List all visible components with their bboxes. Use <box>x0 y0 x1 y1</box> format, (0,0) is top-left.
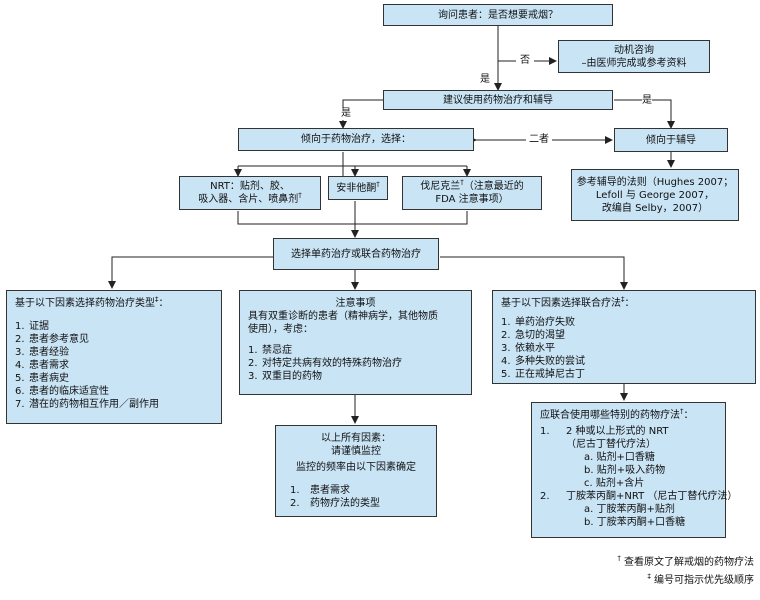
monitor-list: 1.患者需求 2.药物疗法的类型 <box>284 484 428 510</box>
drug-type-factor-list: 1.证据 2.患者参考意见 3.患者经验 4.患者需求 5.患者病史 6.患者的… <box>15 320 213 411</box>
list-item: 1.患者需求 <box>290 485 350 496</box>
node-recommend: 建议使用药物治疗和辅导 <box>383 90 613 110</box>
node-combo-factors: 基于以下因素选择联合疗法‡： 1.单药治疗失败 2.急切的渴望 3.依赖水平 4… <box>492 290 756 384</box>
edge-mono-branches <box>108 256 273 289</box>
edge-recommend-counsel <box>614 99 675 129</box>
list-item: 1.禁忌症 <box>248 345 292 356</box>
list-item: 3.双重目的药物 <box>248 371 322 382</box>
list-item: 4.患者需求 <box>15 360 69 371</box>
node-drug-type-factors: 基于以下因素选择药物治疗类型‡： 1.证据 2.患者参考意见 3.患者经验 4.… <box>6 290 222 424</box>
node-varenicline: 伐尼克兰†（注意最近的 FDA 注意事项） <box>402 176 542 210</box>
list-item: 1.证据 <box>15 321 49 332</box>
node-nrt: NRT：贴剂、胶、 吸入器、含片、喷鼻剂† <box>179 176 321 210</box>
node-monitor: 以上所有因素： 请谨慎监控 监控的频率由以下因素确定 1.患者需求 2.药物疗法… <box>275 425 437 517</box>
edge-label-yes-2: 是 <box>341 108 351 120</box>
node-motivation-counseling: 动机咨询 –由医师完成或参考资料 <box>558 40 710 73</box>
caution-list: 1.禁忌症 2.对特定共病有效的特殊药物治疗 3.双重目的药物 <box>248 344 463 383</box>
node-special-combo: 应联合使用哪些特别的药物疗法†： 1.2 种或以上形式的 NRT （尼古丁替代疗… <box>531 402 737 538</box>
list-item: 6.患者的临床适宜性 <box>15 386 109 397</box>
list-item: 2.患者参考意见 <box>15 334 89 345</box>
list-item: 2.药物疗法的类型 <box>290 498 380 509</box>
combo-factor-list: 1.单药治疗失败 2.急切的渴望 3.依赖水平 4.多种失败的尝试 5.正在戒掉… <box>501 316 747 381</box>
list-item: 2.急切的渴望 <box>501 330 565 341</box>
node-cautions: 注意事项 具有双重诊断的患者（精神病学，其他物质 使用），考虑： 1.禁忌症 2… <box>239 290 472 395</box>
list-item: 5.患者病史 <box>15 373 69 384</box>
edge-label-both: 二者 <box>526 134 552 146</box>
node-mono-or-combo: 选择单药治疗或联合药物治疗 <box>273 238 439 270</box>
footnote-ddagger: ‡ 编号可指示优先级顺序 <box>647 572 754 586</box>
node-prefer-drug: 倾向于药物治疗，选择： <box>238 128 474 151</box>
list-item: 4.多种失败的尝试 <box>501 356 585 367</box>
list-item: 5.正在戒掉尼古丁 <box>501 369 585 380</box>
list-item: 3.患者经验 <box>15 347 69 358</box>
list-item: 1.单药治疗失败 <box>501 317 575 328</box>
node-bupropion: 安非他酮† <box>328 176 388 200</box>
list-item: 7.潜在的药物相互作用／副作用 <box>15 399 159 410</box>
node-counseling-reference: 参考辅导的法则（Hughes 2007； Lefoll 与 George 200… <box>571 169 739 221</box>
list-item: 3.依赖水平 <box>501 343 555 354</box>
node-prefer-counseling: 倾向于辅导 <box>614 128 728 152</box>
footnote-dagger: † 查看原文了解戒烟的药物疗法 <box>617 554 754 568</box>
edge-label-yes-1: 是 <box>480 74 490 86</box>
edge-label-no: 否 <box>516 55 534 67</box>
edge-drug-options <box>237 152 468 176</box>
list-item: 2.对特定共病有效的特殊药物治疗 <box>248 358 402 369</box>
node-ask-patient: 询问患者：是否想要戒烟？ <box>383 4 613 26</box>
edge-label-yes-3: 是 <box>642 95 652 107</box>
